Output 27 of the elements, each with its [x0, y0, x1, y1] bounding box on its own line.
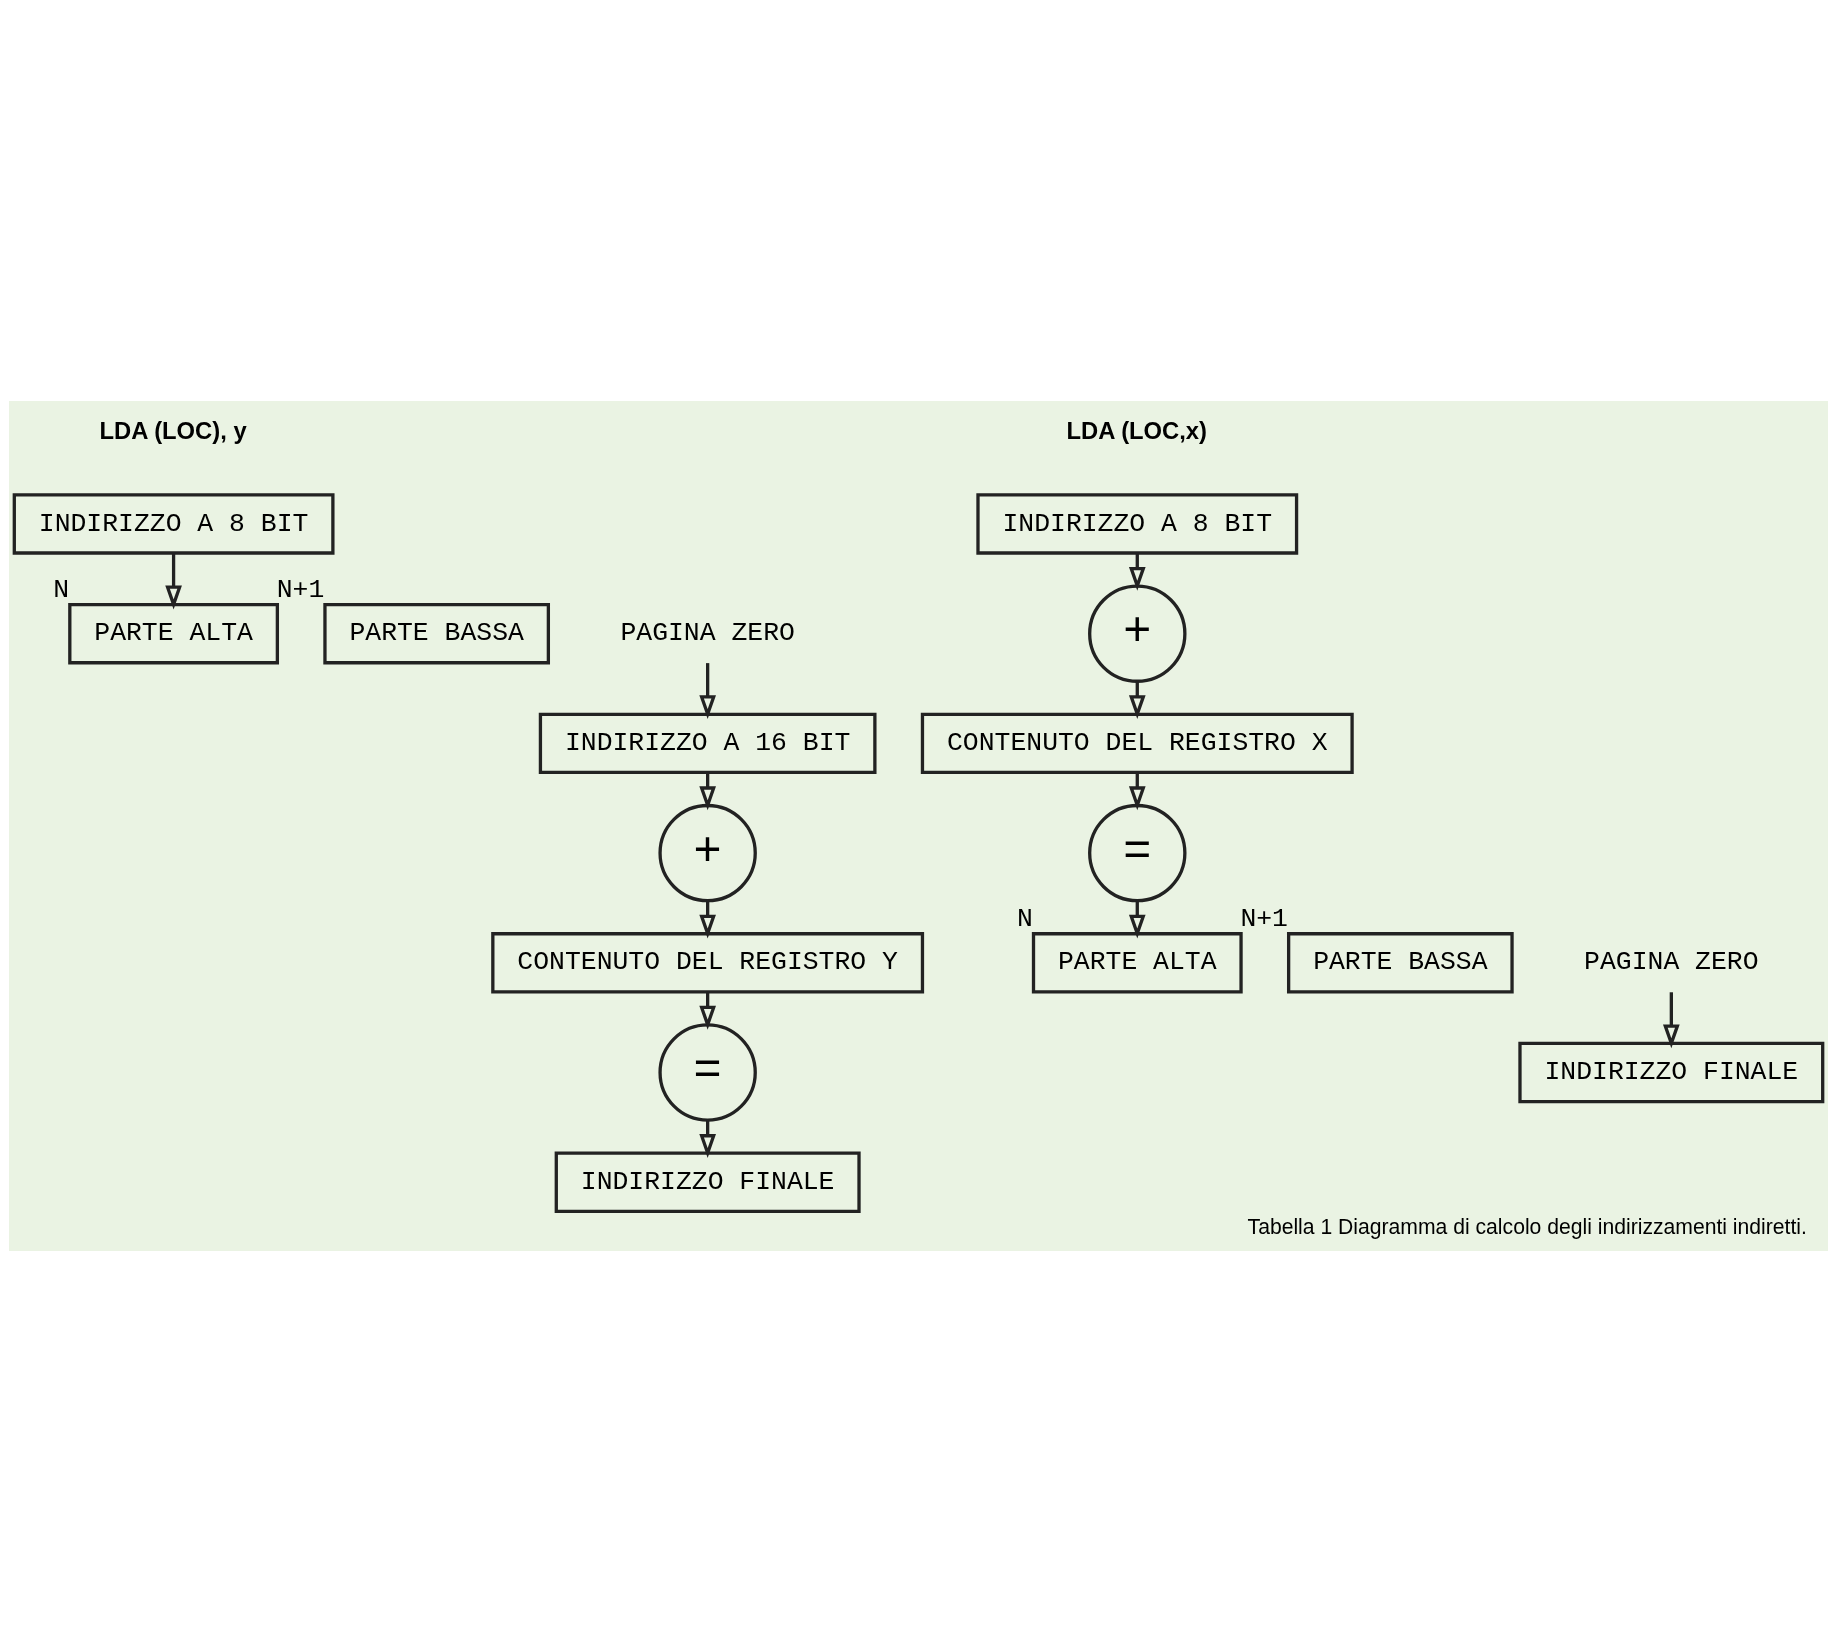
node-label: N+1: [1240, 903, 1288, 934]
node-box: PARTE ALTA: [68, 602, 279, 664]
arrow: [1663, 991, 1680, 1048]
label: LDA (LOC,x): [1066, 416, 1208, 444]
node-box: PARTE BASSA: [1287, 931, 1514, 994]
node-box: INDIRIZZO FINALE: [1518, 1041, 1825, 1103]
node-label: N: [53, 574, 70, 605]
node-circle: +: [1088, 583, 1187, 683]
label: LDA (LOC), y: [99, 416, 247, 444]
node-box: PARTE BASSA: [323, 602, 550, 664]
node-box: CONTENUTO DEL REGISTRO Y: [491, 931, 925, 994]
node-box: PARTE ALTA: [1031, 931, 1243, 994]
node-box: CONTENUTO DEL REGISTRO X: [920, 712, 1354, 774]
arrow: [699, 662, 716, 719]
node-circle: =: [658, 1022, 757, 1122]
node-text: PAGINA ZERO: [1584, 946, 1759, 977]
arrow: [165, 552, 182, 609]
node-box: INDIRIZZO FINALE: [554, 1151, 861, 1213]
node-label: N: [1016, 903, 1033, 934]
node-box: INDIRIZZO A 8 BIT: [976, 492, 1299, 555]
node-box: INDIRIZZO A 16 BIT: [538, 712, 877, 774]
node-circle: +: [658, 803, 757, 902]
node-circle: =: [1088, 803, 1187, 902]
node-box: INDIRIZZO A 8 BIT: [12, 492, 335, 555]
node-text: PAGINA ZERO: [620, 617, 795, 648]
node-label: N+1: [276, 574, 325, 605]
caption: Tabella 1 Diagramma di calcolo degli indirizzamenti indiretti.: [1247, 1214, 1807, 1238]
